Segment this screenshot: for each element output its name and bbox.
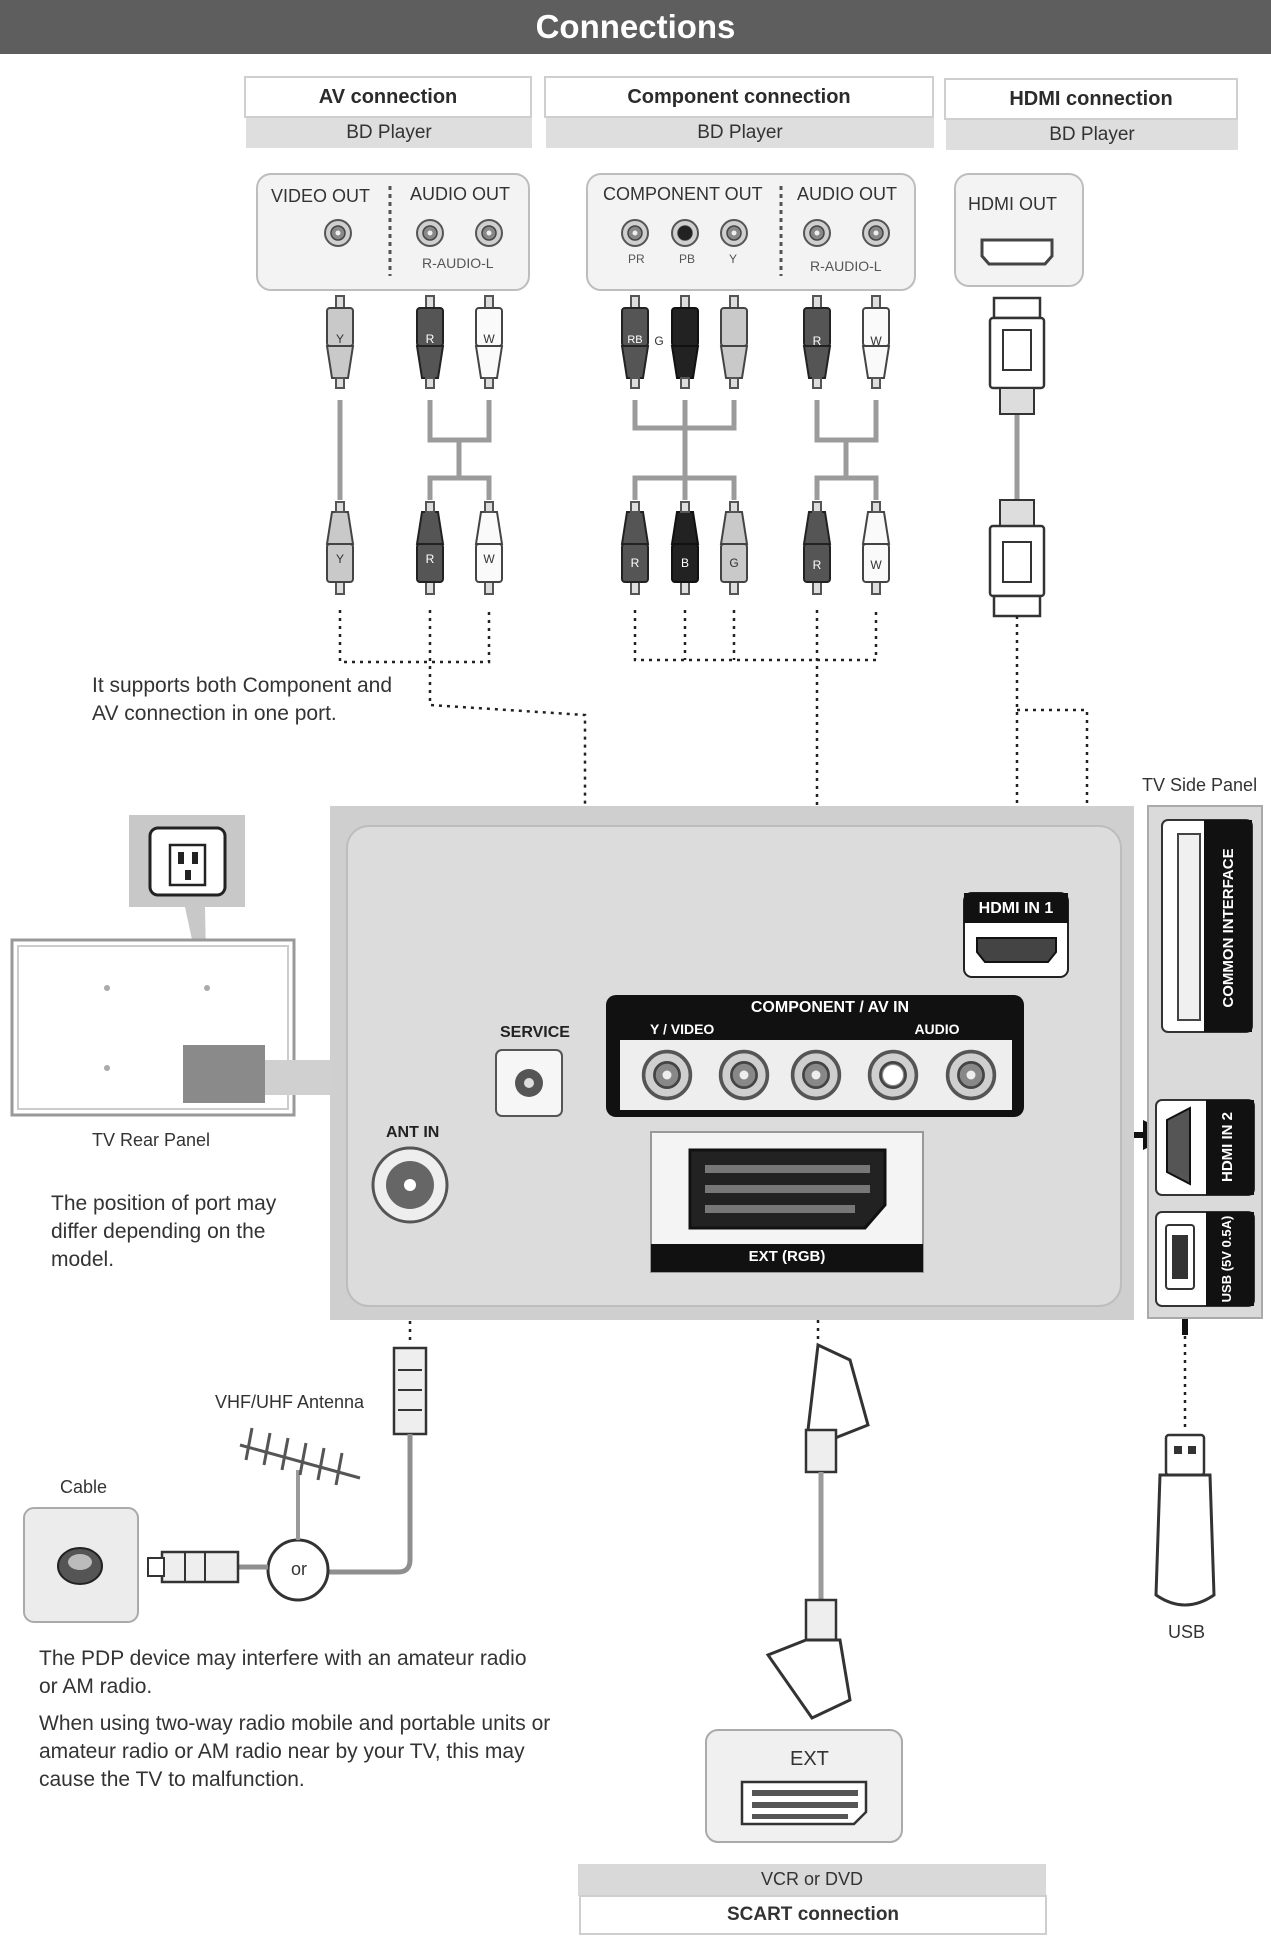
audio-label: AUDIO [912, 1021, 962, 1037]
comp-plug-w2-bottom: W [870, 558, 882, 572]
or-label: or [291, 1559, 308, 1579]
hdmi-in-2-label: HDMI IN 2 [1219, 1112, 1236, 1183]
cable-label: Cable [60, 1477, 108, 1497]
component-r-audio-l-label: R-AUDIO-L [810, 258, 882, 274]
note-two-way-radio: When using two-way radio mobile and port… [39, 1712, 551, 1791]
hdmi-cable [988, 296, 1046, 618]
note-component-av: It supports both Component and AV connec… [92, 674, 393, 725]
note-pdp: The PDP device may interfere with an ama… [39, 1647, 527, 1698]
comp-plug-r-bottom: R [630, 556, 640, 570]
component-out-label: COMPONENT OUT [603, 184, 763, 204]
av-connection-header: AV connection [244, 76, 532, 118]
ext-rgb-label: EXT (RGB) [748, 1248, 826, 1265]
hdmi-out-label: HDMI OUT [968, 194, 1057, 214]
antenna-cable-assembly [23, 1346, 428, 1623]
page-title: Connections [0, 0, 1271, 54]
av-plug-y-bottom: Y [335, 552, 344, 566]
av-plug-r-top: R [425, 332, 435, 346]
scart-port [650, 1131, 924, 1273]
av-plug-r-bottom: R [425, 552, 435, 566]
hdmi-bd-player-label: BD Player [946, 120, 1238, 150]
av-plug-w-bottom: W [483, 552, 495, 566]
component-output-panel [586, 173, 916, 291]
av-r-audio-l-label: R-AUDIO-L [422, 255, 494, 271]
comp-plug-g-top: G [654, 334, 664, 348]
ext-device-port [705, 1729, 903, 1843]
tv-rear-illustration [10, 815, 330, 1117]
av-plug-w-top: W [483, 332, 495, 346]
usb-port-label: USB (5V 0.5A) [1219, 1215, 1234, 1303]
vcr-dvd-bar [578, 1864, 1046, 1896]
scart-connection-label: SCART connection [726, 1904, 900, 1925]
vcr-dvd-label: VCR or DVD [760, 1869, 863, 1889]
av-cable [326, 295, 503, 595]
av-plug-y-top: Y [335, 332, 344, 346]
component-av-in-label: COMPONENT / AV IN [750, 999, 910, 1016]
av-audio-out-label: AUDIO OUT [410, 184, 511, 204]
av-output-panel [256, 173, 530, 291]
y-label: Y [729, 252, 738, 266]
tv-side-panel-label: TV Side Panel [1142, 775, 1258, 795]
comp-plug-r-top: R [812, 334, 822, 348]
comp-plug-w-top: W [870, 334, 882, 348]
pb-label: PB [679, 252, 696, 266]
service-label: SERVICE [500, 1024, 570, 1041]
common-interface-label: COMMON INTERFACE [1220, 848, 1237, 1008]
comp-plug-r2-bottom: R [812, 558, 822, 572]
y-video-label: Y / VIDEO [650, 1021, 715, 1037]
comp-plug-b-bottom: B [680, 556, 689, 570]
component-cable [621, 295, 890, 595]
comp-plug-rb-top: RB [627, 334, 643, 346]
component-connection-header: Component connection [544, 76, 934, 118]
hdmi-output-panel [954, 173, 1084, 287]
pr-label: PR [628, 252, 645, 266]
hdmi-in-1-label: HDMI IN 1 [964, 900, 1068, 918]
component-audio-out-label: AUDIO OUT [797, 184, 898, 204]
video-out-label: VIDEO OUT [271, 186, 371, 206]
scart-cable [765, 1342, 870, 1720]
tv-side-panel-frame [1147, 805, 1263, 1319]
ext-label: EXT [790, 1748, 829, 1770]
tv-rear-panel-label: TV Rear Panel [92, 1130, 211, 1150]
usb-label: USB [1168, 1622, 1206, 1642]
hdmi-connection-header: HDMI connection [944, 78, 1238, 120]
ant-in-label: ANT IN [386, 1124, 440, 1141]
component-bd-player-label: BD Player [546, 118, 934, 148]
note-port-position: The position of port may differ dependin… [51, 1192, 277, 1271]
usb-stick [1154, 1433, 1216, 1607]
comp-plug-g-bottom: G [729, 556, 739, 570]
ant-in-port [371, 1146, 449, 1224]
av-bd-player-label: BD Player [246, 118, 532, 148]
scart-connection-bar [579, 1895, 1047, 1935]
service-port [495, 1049, 563, 1117]
antenna-label: VHF/UHF Antenna [215, 1392, 365, 1412]
